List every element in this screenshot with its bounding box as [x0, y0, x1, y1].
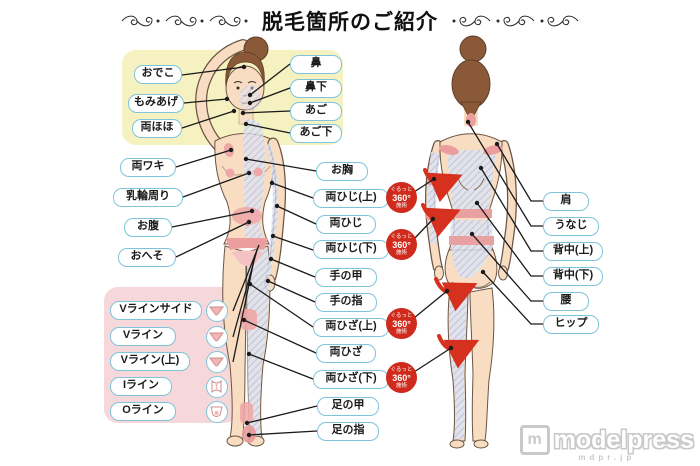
label-underarms: 両ワキ	[120, 158, 176, 177]
ornament-flourish-left	[121, 15, 248, 27]
label-o-line: Oライン	[110, 402, 176, 421]
label-toes: 足の指	[317, 422, 379, 441]
label-forearms: 両ひじ(下)	[313, 240, 389, 259]
label-upper-arms: 両ひじ(上)	[313, 189, 389, 208]
bikini-icon	[206, 300, 228, 322]
label-areola-area: 乳輪周り	[113, 188, 183, 207]
label-forehead: おでこ	[134, 65, 182, 84]
label-chin: あご	[290, 102, 342, 121]
label-hand-back: 手の甲	[315, 268, 377, 287]
label-hip: ヒップ	[543, 315, 599, 334]
label-navel: おへそ	[118, 248, 176, 267]
label-thighs: 両ひざ(上)	[313, 318, 389, 337]
label-waist: 腰	[543, 292, 589, 311]
label-nose: 鼻	[290, 55, 342, 74]
label-i-line: Iライン	[110, 377, 172, 396]
modelpress-logo-icon: m	[519, 425, 550, 455]
label-under-chin: あご下	[290, 124, 342, 143]
watermark-brand: modelpress	[553, 425, 694, 454]
label-sideburns: もみあげ	[128, 94, 184, 113]
bikini-icon	[206, 376, 228, 398]
label-cheeks: 両ほほ	[132, 119, 182, 138]
back-figure	[421, 35, 517, 449]
label-chest: お胸	[316, 162, 368, 181]
label-belly: お腹	[124, 218, 172, 237]
label-nape: うなじ	[543, 217, 599, 236]
label-v-line-side: Vラインサイド	[110, 301, 202, 320]
connector-lines	[171, 63, 543, 438]
bikini-icon	[206, 351, 228, 373]
ornament-flourish-right	[452, 15, 579, 27]
bikini-icon	[206, 401, 228, 423]
label-shoulder: 肩	[543, 192, 589, 211]
header: 脱毛箇所のご紹介	[0, 6, 700, 36]
label-fingers: 手の指	[315, 293, 377, 312]
watermark-domain: mdpr.jp	[578, 453, 636, 462]
bikini-icon	[206, 326, 228, 348]
watermark: m modelpress mdpr.jp	[519, 425, 694, 462]
label-shins: 両ひざ(下)	[313, 370, 389, 389]
label-elbows: 両ひじ	[316, 215, 376, 234]
page-title: 脱毛箇所のご紹介	[262, 11, 438, 34]
label-foot-top: 足の甲	[317, 397, 379, 416]
label-v-line-upper: Vライン(上)	[110, 352, 190, 371]
label-upper-back: 背中(上)	[543, 242, 603, 261]
label-under-nose: 鼻下	[290, 79, 342, 98]
label-v-line: Vライン	[110, 327, 176, 346]
label-lower-back: 背中(下)	[543, 267, 603, 286]
label-knees: 両ひざ	[316, 344, 376, 363]
